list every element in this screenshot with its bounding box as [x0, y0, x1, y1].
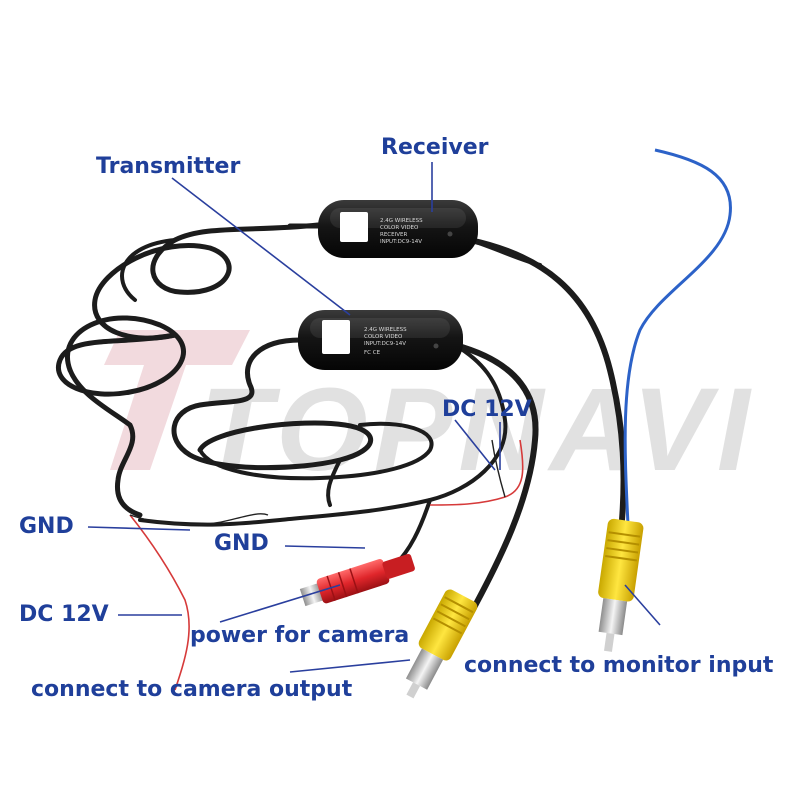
pointer-monitor-input: [624, 584, 661, 626]
pointer-power-camera: [219, 584, 341, 623]
label-gnd-mid: GND: [214, 531, 269, 556]
ground-wires: [129, 439, 506, 526]
watermark-logo-mark: [104, 330, 250, 470]
transmitter-label-plate: [322, 320, 350, 354]
pointer-transmitter: [171, 177, 351, 316]
receiver-print-line3: RECEIVER: [380, 232, 407, 238]
annotation-pointers: [87, 162, 661, 673]
label-connect-camera-output: connect to camera output: [31, 677, 353, 702]
transmitter-print-line1: 2.4G WIRELESS: [364, 327, 407, 333]
transmitter-print-line2: COLOR VIDEO: [364, 334, 403, 340]
watermark: TOPNAVI: [104, 330, 756, 496]
label-dc12v-left: DC 12V: [19, 602, 109, 627]
pointer-gnd-left: [87, 526, 191, 531]
rca-plug-camera: [405, 589, 478, 699]
transmitter-print-line3: INPUT:DC9-14V: [364, 341, 406, 347]
pointer-gnd-mid: [284, 545, 366, 549]
watermark-text: TOPNAVI: [200, 364, 756, 496]
red-dc-plug: [299, 553, 415, 607]
receiver-print-line2: COLOR VIDEO: [380, 225, 419, 231]
label-receiver: Receiver: [381, 135, 489, 160]
receiver-box: 2.4G WIRELESS COLOR VIDEO RECEIVER INPUT…: [318, 200, 478, 258]
transmitter-cables: [138, 337, 539, 618]
pointer-camera-output: [289, 659, 411, 673]
label-gnd-left: GND: [19, 514, 74, 539]
label-transmitter: Transmitter: [96, 154, 241, 179]
rca-plug-monitor: [598, 518, 644, 652]
receiver-label-plate: [340, 212, 368, 242]
pointer-dc12v-right-a: [454, 419, 496, 471]
label-connect-monitor-input: connect to monitor input: [464, 653, 774, 678]
label-power-for-camera: power for camera: [190, 623, 410, 648]
receiver-led: [447, 231, 453, 237]
receiver-print-line4: INPUT:DC9-14V: [380, 239, 422, 245]
blue-antenna-wire: [623, 148, 732, 526]
label-dc12v-right: DC 12V: [442, 397, 532, 422]
receiver-print-line1: 2.4G WIRELESS: [380, 218, 423, 224]
left-cable-coil: [55, 222, 321, 518]
transmitter-led: [433, 343, 439, 349]
transmitter-print-line4: FC CE: [364, 350, 381, 356]
transmitter-box: 2.4G WIRELESS COLOR VIDEO INPUT:DC9-14V …: [298, 310, 463, 370]
